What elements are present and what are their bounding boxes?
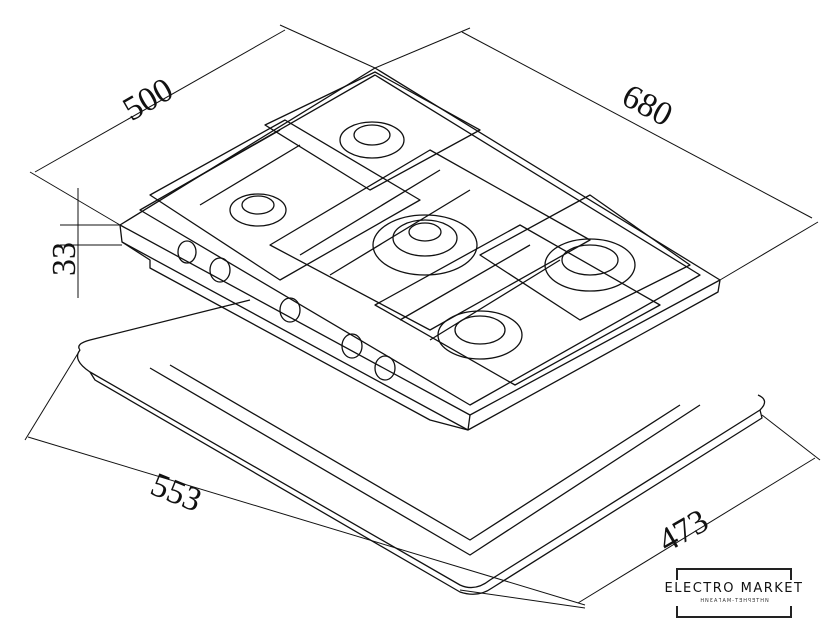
burners [229, 121, 636, 360]
dimension-473: 473 [652, 502, 715, 560]
control-knobs [177, 240, 396, 381]
hob-body [119, 67, 721, 431]
logo-subtitle: ИНТЕРНЕТ-МАГАЗИН [699, 598, 769, 604]
cutout-frame [76, 299, 766, 595]
logo-bracket-top [676, 568, 792, 580]
dimension-33: 33 [46, 242, 83, 276]
electro-market-logo: ELECTRO MARKET ИНТЕРНЕТ-МАГАЗИН [665, 568, 802, 618]
logo-bracket-bottom [676, 606, 792, 618]
dimension-lines [24, 24, 821, 609]
dimension-680: 680 [616, 77, 678, 134]
dimension-553: 553 [145, 466, 206, 519]
logo-name: ELECTRO MARKET [664, 581, 804, 596]
